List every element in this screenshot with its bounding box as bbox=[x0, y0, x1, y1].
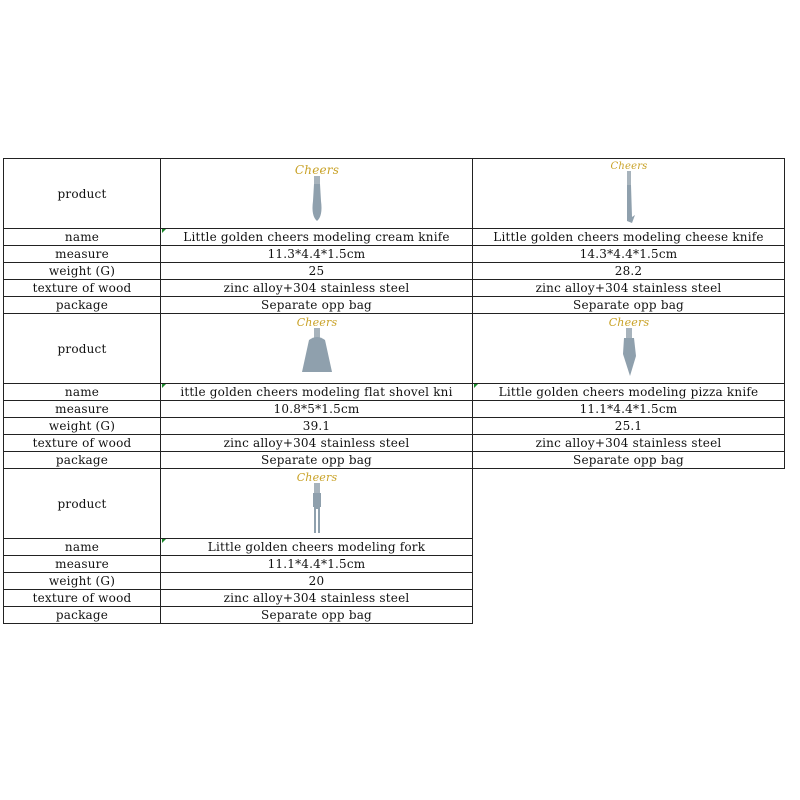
fork-icon: Cheers bbox=[296, 471, 337, 533]
table-row: texture of wood zinc alloy+304 stainless… bbox=[3, 589, 785, 607]
table-row: texture of wood zinc alloy+304 stainless… bbox=[3, 279, 785, 297]
table-row: weight (G) 39.1 25.1 bbox=[3, 417, 785, 435]
measure-label: measure bbox=[3, 555, 161, 573]
product-measure: 11.1*4.4*1.5cm bbox=[472, 400, 785, 418]
product-package: Separate opp bag bbox=[472, 451, 785, 469]
product-measure: 10.8*5*1.5cm bbox=[160, 400, 473, 418]
product-image-cell: Cheers bbox=[160, 158, 473, 229]
comment-marker bbox=[474, 384, 478, 388]
product-measure: 14.3*4.4*1.5cm bbox=[472, 245, 785, 263]
product-measure: 11.1*4.4*1.5cm bbox=[160, 555, 473, 573]
product-name: Little golden cheers modeling fork bbox=[160, 538, 473, 556]
table-row: name Little golden cheers modeling cream… bbox=[3, 228, 785, 246]
texture-label: texture of wood bbox=[3, 589, 161, 607]
comment-marker bbox=[162, 539, 166, 543]
table-row: weight (G) 20 bbox=[3, 572, 785, 590]
package-label: package bbox=[3, 451, 161, 469]
product-name: Little golden cheers modeling cheese kni… bbox=[472, 228, 785, 246]
cheers-logo: Cheers bbox=[296, 316, 337, 329]
flat-shovel-knife-icon: Cheers bbox=[296, 316, 337, 372]
product-weight: 25 bbox=[160, 262, 473, 280]
product-weight: 20 bbox=[160, 572, 473, 590]
table-row: product Cheers Cheers bbox=[3, 313, 785, 384]
table-row: product Cheers Cheers bbox=[3, 158, 785, 229]
table-row: package Separate opp bag Separate opp ba… bbox=[3, 296, 785, 314]
texture-label: texture of wood bbox=[3, 434, 161, 452]
product-label: product bbox=[3, 313, 161, 384]
product-texture: zinc alloy+304 stainless steel bbox=[472, 279, 785, 297]
product-texture: zinc alloy+304 stainless steel bbox=[160, 434, 473, 452]
product-texture: zinc alloy+304 stainless steel bbox=[160, 589, 473, 607]
table-row: package Separate opp bag bbox=[3, 606, 785, 624]
weight-label: weight (G) bbox=[3, 417, 161, 435]
name-label: name bbox=[3, 228, 161, 246]
product-weight: 25.1 bbox=[472, 417, 785, 435]
name-label: name bbox=[3, 538, 161, 556]
product-measure: 11.3*4.4*1.5cm bbox=[160, 245, 473, 263]
table-row: name Little golden cheers modeling fork bbox=[3, 538, 785, 556]
product-package: Separate opp bag bbox=[472, 296, 785, 314]
product-weight: 39.1 bbox=[160, 417, 473, 435]
comment-marker bbox=[162, 384, 166, 388]
comment-marker bbox=[162, 229, 166, 233]
product-name: ittle golden cheers modeling flat shovel… bbox=[160, 383, 473, 401]
texture-label: texture of wood bbox=[3, 279, 161, 297]
product-image-cell: Cheers bbox=[472, 313, 785, 384]
table-row: weight (G) 25 28.2 bbox=[3, 262, 785, 280]
cheers-logo: Cheers bbox=[294, 163, 338, 177]
weight-label: weight (G) bbox=[3, 262, 161, 280]
cheese-knife-icon: Cheers bbox=[610, 161, 647, 223]
product-image-cell: Cheers bbox=[160, 468, 473, 539]
product-package: Separate opp bag bbox=[160, 451, 473, 469]
table-row: measure 11.3*4.4*1.5cm 14.3*4.4*1.5cm bbox=[3, 245, 785, 263]
pizza-knife-icon: Cheers bbox=[608, 316, 649, 376]
product-texture: zinc alloy+304 stainless steel bbox=[160, 279, 473, 297]
cream-knife-icon: Cheers bbox=[294, 163, 338, 221]
package-label: package bbox=[3, 296, 161, 314]
table-row: measure 11.1*4.4*1.5cm bbox=[3, 555, 785, 573]
product-name: Little golden cheers modeling pizza knif… bbox=[472, 383, 785, 401]
cheers-logo: Cheers bbox=[608, 316, 649, 329]
measure-label: measure bbox=[3, 245, 161, 263]
table-row: measure 10.8*5*1.5cm 11.1*4.4*1.5cm bbox=[3, 400, 785, 418]
table-row: product Cheers bbox=[3, 468, 785, 539]
product-label: product bbox=[3, 468, 161, 539]
cheers-logo: Cheers bbox=[296, 471, 337, 484]
product-image-cell: Cheers bbox=[472, 158, 785, 229]
product-name: Little golden cheers modeling cream knif… bbox=[160, 228, 473, 246]
product-texture: zinc alloy+304 stainless steel bbox=[472, 434, 785, 452]
package-label: package bbox=[3, 606, 161, 624]
measure-label: measure bbox=[3, 400, 161, 418]
table-row: name ittle golden cheers modeling flat s… bbox=[3, 383, 785, 401]
table-row: texture of wood zinc alloy+304 stainless… bbox=[3, 434, 785, 452]
weight-label: weight (G) bbox=[3, 572, 161, 590]
cheers-logo: Cheers bbox=[610, 161, 647, 172]
product-spec-table: product Cheers Cheers name Little gold bbox=[3, 158, 785, 624]
product-label: product bbox=[3, 158, 161, 229]
product-weight: 28.2 bbox=[472, 262, 785, 280]
table-row: package Separate opp bag Separate opp ba… bbox=[3, 451, 785, 469]
product-image-cell: Cheers bbox=[160, 313, 473, 384]
product-package: Separate opp bag bbox=[160, 606, 473, 624]
name-label: name bbox=[3, 383, 161, 401]
product-package: Separate opp bag bbox=[160, 296, 473, 314]
